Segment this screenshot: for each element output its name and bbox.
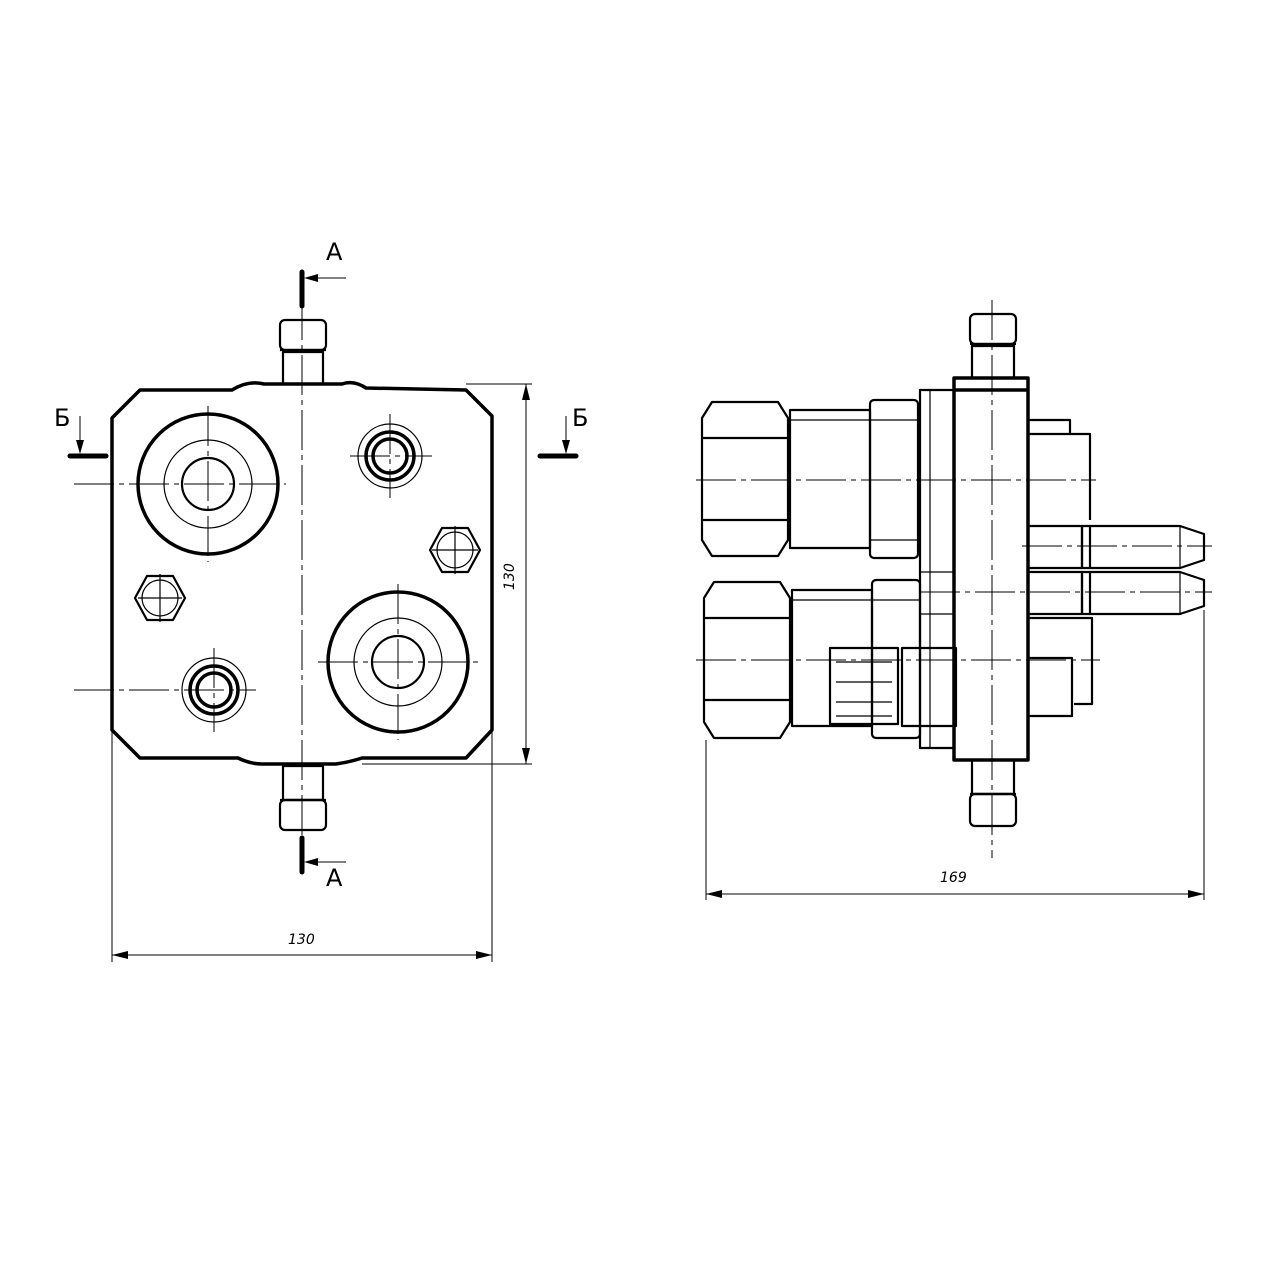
small-port-top-right — [350, 414, 432, 498]
section-b-left-marker: Б — [54, 404, 109, 459]
side-view: 169 — [696, 300, 1212, 900]
side-top-stub — [968, 312, 1018, 380]
small-port-bottom-left — [74, 648, 256, 732]
section-a-bottom-marker: A — [299, 835, 346, 892]
width-dimension: 130 — [111, 730, 493, 962]
section-b-left-label: Б — [54, 404, 70, 432]
length-dimension-value: 169 — [940, 870, 967, 886]
upper-coupling — [696, 398, 1096, 560]
block-outline — [110, 380, 494, 766]
top-stub-fitting — [278, 318, 328, 386]
section-a-top-label: A — [326, 238, 343, 266]
bottom-stub-fitting — [278, 764, 328, 832]
valve-body — [828, 646, 1074, 728]
section-a-bottom-label: A — [326, 864, 343, 892]
left-flange — [918, 388, 956, 750]
lower-nipple — [920, 570, 1212, 616]
front-view: A A Б Б 130 — [54, 238, 588, 962]
hex-bolt-right — [428, 526, 482, 574]
width-dimension-value: 130 — [288, 932, 315, 948]
section-b-right-marker: Б — [537, 404, 588, 459]
length-dimension: 169 — [705, 610, 1205, 900]
side-bottom-stub — [968, 758, 1018, 828]
large-port-top-left — [74, 406, 286, 562]
hex-bolt-left — [133, 574, 187, 622]
plate-right-details — [1028, 418, 1094, 706]
large-port-bottom-right — [318, 584, 478, 740]
height-dimension: 130 — [362, 383, 532, 765]
upper-nipple — [1022, 524, 1212, 570]
section-b-right-label: Б — [572, 404, 588, 432]
central-plate — [952, 376, 1030, 762]
height-dimension-value: 130 — [502, 563, 518, 590]
section-a-top-marker: A — [299, 238, 346, 309]
